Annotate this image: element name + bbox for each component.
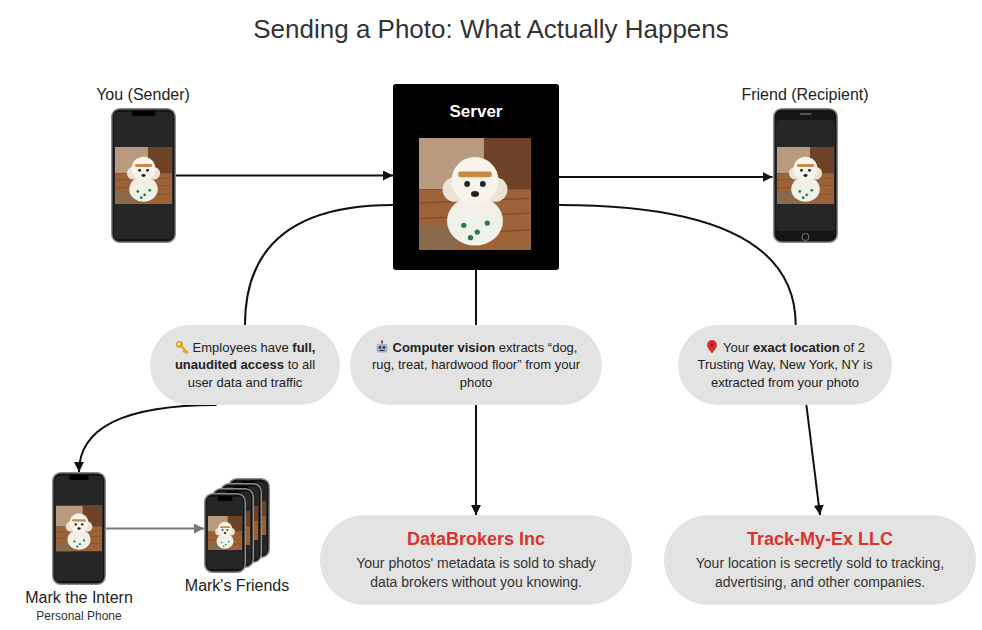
diagram-title: Sending a Photo: What Actually Happens (0, 14, 982, 45)
phone-illustration (111, 108, 176, 243)
phone-frame (773, 108, 838, 243)
phone-stack-frame (204, 478, 270, 573)
phone-frame (111, 108, 176, 243)
company-name: DataBrokers Inc (407, 529, 545, 550)
connector (176, 175, 394, 177)
connector (475, 405, 477, 515)
connector (106, 528, 204, 530)
company-name: Track-My-Ex LLC (747, 529, 893, 550)
pin-icon (705, 340, 719, 354)
phone-stack-illustration (204, 478, 270, 573)
connector (559, 205, 796, 325)
callout-text-line: Employees have full, unaudited access to… (164, 339, 326, 392)
device-label: Mark's Friends (167, 577, 307, 595)
device-label: Mark the Intern (9, 589, 149, 607)
phone-illustration (773, 108, 838, 243)
phone-node: Friend (Recipient) (735, 86, 875, 243)
outcome-description: Your photos' metadata is sold to shady d… (346, 554, 606, 590)
callout-text: Employees have full, unaudited access to… (175, 340, 316, 390)
device-label: Personal Phone (9, 609, 149, 623)
outcome-box: DataBrokers IncYour photos' metadata is … (320, 515, 632, 605)
connector (559, 176, 773, 178)
callout-bubble: Your exact location of 2 Trusting Way, N… (678, 325, 892, 405)
server-box: Server (393, 84, 559, 270)
callout-bubble: Computer vision extracts “dog, rug, trea… (350, 325, 602, 405)
callout-bubble: Employees have full, unaudited access to… (150, 325, 340, 405)
phone-stack-node: Mark's Friends (167, 478, 307, 595)
device-label: Friend (Recipient) (735, 86, 875, 104)
connector (475, 270, 477, 325)
callout-text-line: Computer vision extracts “dog, rug, trea… (364, 339, 588, 392)
connector (245, 205, 393, 325)
callout-text-line: Your exact location of 2 Trusting Way, N… (692, 339, 878, 392)
phone-frame (52, 472, 106, 585)
device-label: You (Sender) (73, 86, 213, 104)
callout-text: Your exact location of 2 Trusting Way, N… (698, 340, 873, 390)
phone-illustration (52, 472, 106, 585)
robot-icon (375, 340, 389, 354)
server-label: Server (393, 84, 559, 122)
callout-text: Computer vision extracts “dog, rug, trea… (372, 340, 580, 390)
phone-node: You (Sender) (73, 86, 213, 243)
key-icon (175, 340, 189, 354)
outcome-description: Your location is secretly sold to tracki… (690, 554, 950, 590)
phone-node: Mark the InternPersonal Phone (9, 472, 149, 623)
server-photo (419, 138, 531, 250)
connector (806, 405, 820, 515)
outcome-box: Track-My-Ex LLC Your location is secretly… (664, 515, 976, 605)
connector (79, 405, 217, 472)
